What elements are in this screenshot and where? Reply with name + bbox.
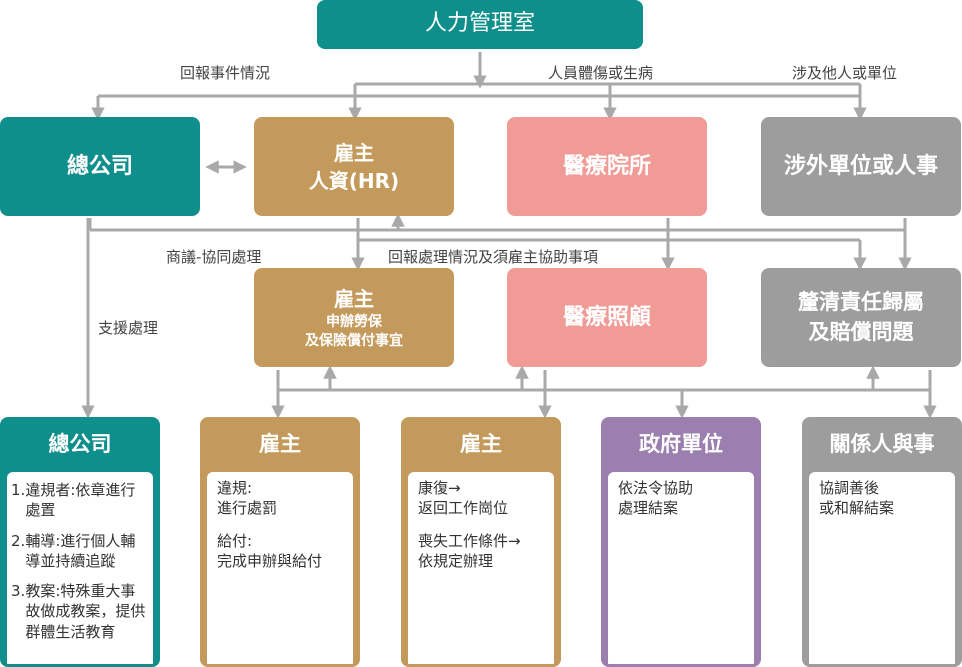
list-number: 3. (11, 582, 26, 600)
node-external-units-label: 涉外單位或人事 (783, 153, 938, 179)
paragraph-line: 處理結案 (618, 499, 679, 518)
paragraph-line: 進行處罰 (217, 499, 278, 518)
node-clarify-responsibility-line2: 及賠償問題 (808, 319, 914, 344)
list-item: 2. 輔導:進行個人輔導並持續追蹤 (11, 531, 149, 572)
paragraph-line: 依規定辦理 (418, 551, 494, 570)
card-related-parties-title: 關係人與事 (829, 432, 935, 456)
node-employer-insurance-sub2: 及保險償付事宜 (305, 332, 403, 349)
node-external-units: 涉外單位或人事 (761, 117, 961, 216)
paragraph: 康復→ 返回工作崗位 (418, 478, 544, 519)
list-text: 教案:特殊重大事故做成教案，提供群體生活教育 (25, 582, 146, 641)
card-employer-recovery: 雇主 康復→ 返回工作崗位 喪失工作條件→ 依規定辦理 (401, 417, 561, 667)
paragraph-line: 康復→ (418, 479, 461, 497)
card-headquarters-title: 總公司 (48, 432, 112, 456)
node-employer-insurance-sub1: 申辦勞保 (326, 314, 382, 331)
label-support: 支援處理 (98, 319, 159, 337)
node-employer-hr-sub: 人資(HR) (308, 168, 400, 193)
hr-management-office-label: 人力管理室 (424, 11, 535, 37)
card-related-parties: 關係人與事 協調善後 或和解結案 (802, 417, 962, 667)
card-employer-penalty: 雇主 違規: 進行處罰 給付: 完成申辦與給付 (200, 417, 360, 667)
paragraph-line: 返回工作崗位 (418, 499, 509, 518)
label-injury: 人員體傷或生病 (548, 64, 654, 82)
card-government-title: 政府單位 (639, 432, 723, 456)
node-medical-care-label: 醫療照顧 (562, 304, 651, 330)
card-employer-penalty-title: 雇主 (259, 432, 301, 456)
node-headquarters-label: 總公司 (66, 153, 133, 179)
node-employer-insurance-title: 雇主 (334, 287, 374, 312)
paragraph-line: 或和解結案 (819, 499, 895, 518)
paragraph: 協調善後 或和解結案 (819, 478, 945, 519)
label-report-event: 回報事件情況 (180, 64, 271, 82)
paragraph-line: 喪失工作條件→ (418, 531, 521, 550)
card-employer-recovery-title: 雇主 (460, 432, 502, 456)
paragraph-line: 依法令協助 (618, 479, 694, 497)
card-government-body: 依法令協助 處理結案 (608, 472, 754, 664)
list-text: 違規者:依章進行處置 (25, 481, 136, 520)
card-related-parties-body: 協調善後 或和解結案 (809, 472, 955, 664)
node-medical-institution: 醫療院所 (507, 117, 707, 216)
node-employer-hr: 雇主 人資(HR) (254, 117, 454, 216)
paragraph-line: 給付: (217, 531, 253, 550)
node-clarify-responsibility-line1: 釐清責任歸屬 (798, 290, 924, 315)
paragraph: 依法令協助 處理結案 (618, 478, 744, 519)
label-report-back: 回報處理情況及須雇主協助事項 (388, 248, 599, 266)
node-employer-insurance: 雇主 申辦勞保 及保險償付事宜 (254, 268, 454, 367)
list-number: 2. (11, 531, 26, 550)
node-headquarters: 總公司 (0, 117, 200, 216)
list-item: 3. 教案:特殊重大事故做成教案，提供群體生活教育 (11, 581, 149, 642)
card-employer-penalty-body: 違規: 進行處罰 給付: 完成申辦與給付 (207, 472, 353, 664)
paragraph: 喪失工作條件→ 依規定辦理 (418, 531, 544, 572)
node-employer-hr-title: 雇主 (334, 140, 374, 165)
list-text: 輔導:進行個人輔導並持續追蹤 (25, 531, 136, 570)
paragraph: 給付: 完成申辦與給付 (217, 531, 343, 572)
hr-management-office: 人力管理室 (317, 0, 643, 49)
card-employer-recovery-body: 康復→ 返回工作崗位 喪失工作條件→ 依規定辦理 (408, 472, 554, 664)
node-medical-care: 醫療照顧 (507, 268, 707, 367)
paragraph-line: 違規: (217, 479, 253, 497)
label-negotiate: 商議-協同處理 (166, 248, 262, 266)
card-government: 政府單位 依法令協助 處理結案 (601, 417, 761, 667)
list-item: 1. 違規者:依章進行處置 (11, 480, 149, 521)
paragraph-line: 協調善後 (819, 479, 880, 497)
paragraph-line: 完成申辦與給付 (217, 551, 323, 570)
node-clarify-responsibility: 釐清責任歸屬 及賠償問題 (761, 268, 961, 367)
card-headquarters: 總公司 1. 違規者:依章進行處置 2. 輔導:進行個人輔導並持續追蹤 3. 教… (0, 417, 160, 667)
label-third-party: 涉及他人或單位 (792, 64, 898, 82)
node-medical-institution-label: 醫療院所 (562, 153, 651, 179)
paragraph: 違規: 進行處罰 (217, 478, 343, 519)
card-headquarters-body: 1. 違規者:依章進行處置 2. 輔導:進行個人輔導並持續追蹤 3. 教案:特殊… (7, 472, 153, 664)
list-number: 1. (11, 481, 26, 499)
